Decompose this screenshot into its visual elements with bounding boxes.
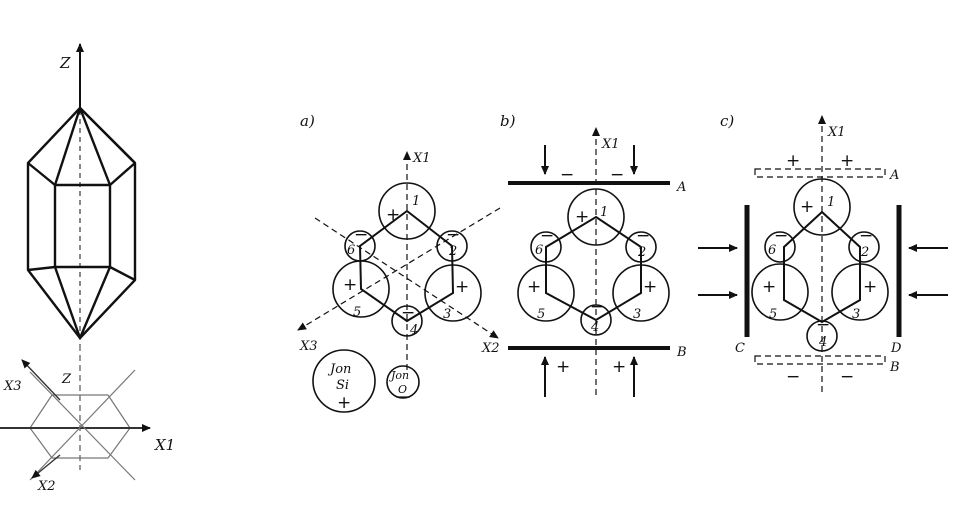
- svg-text:+: +: [455, 277, 469, 297]
- hexagon-a: [358, 209, 455, 323]
- legend-o-ion: Jon O: [386, 365, 420, 399]
- svg-text:−: −: [786, 367, 800, 387]
- svg-text:Si: Si: [336, 378, 349, 393]
- svg-text:+: +: [612, 357, 626, 377]
- svg-text:−: −: [446, 225, 460, 245]
- ion-4-a: [391, 305, 423, 337]
- svg-text:2: 2: [860, 245, 869, 260]
- quartz-crystal-drawing: Z: [26, 43, 137, 345]
- svg-text:6: 6: [768, 243, 776, 258]
- svg-text:+: +: [337, 393, 351, 413]
- svg-text:+: +: [840, 151, 854, 171]
- svg-text:B: B: [889, 360, 900, 375]
- z-axis-label: Z: [59, 54, 71, 72]
- svg-text:−: −: [590, 297, 604, 317]
- svg-text:+: +: [386, 205, 400, 225]
- svg-text:1: 1: [412, 194, 420, 209]
- crystal-base-axes: Z X1 X3 X2: [0, 345, 175, 494]
- ion-6-c: [764, 231, 796, 263]
- x3-label-a: X3: [299, 339, 318, 354]
- crystal-front-face: [53, 183, 112, 269]
- x1-label-b: X1: [601, 137, 620, 152]
- svg-text:+: +: [556, 357, 570, 377]
- svg-text:−: −: [859, 226, 873, 246]
- svg-text:O: O: [398, 383, 407, 396]
- svg-text:+: +: [786, 151, 800, 171]
- svg-text:−: −: [354, 225, 368, 245]
- panel-b-label: b): [500, 112, 516, 130]
- svg-text:+: +: [643, 277, 657, 297]
- ion-2-c: [848, 231, 880, 263]
- svg-text:3: 3: [443, 307, 451, 322]
- base-z-label: Z: [61, 372, 72, 387]
- crystal-outline: [26, 106, 137, 340]
- svg-text:2: 2: [637, 245, 646, 260]
- svg-text:D: D: [890, 341, 902, 356]
- base-x2-label: X2: [37, 479, 56, 494]
- ion-1-a: [378, 182, 436, 240]
- svg-text:4: 4: [409, 323, 418, 338]
- ion-1-b: [567, 188, 625, 246]
- svg-text:5: 5: [769, 307, 777, 322]
- panel-b: b) X1 A B − − + + 1 + 2 − 3: [500, 112, 687, 397]
- svg-text:−: −: [610, 165, 624, 185]
- svg-text:Jon: Jon: [389, 369, 409, 382]
- ion-4-b: [580, 304, 612, 336]
- x2-axis-a: [314, 217, 499, 339]
- svg-text:Jon: Jon: [327, 362, 351, 377]
- hexagon-c: [783, 210, 861, 324]
- svg-text:3: 3: [852, 307, 860, 322]
- svg-text:−: −: [560, 165, 574, 185]
- panel-a-label: a): [300, 112, 315, 130]
- svg-text:2: 2: [448, 244, 457, 259]
- svg-text:6: 6: [347, 243, 355, 258]
- svg-text:+: +: [863, 277, 877, 297]
- svg-text:6: 6: [535, 243, 543, 258]
- svg-text:−: −: [636, 226, 650, 246]
- panel-c-label: c): [720, 112, 734, 130]
- ion-1-c: [793, 178, 851, 236]
- svg-text:C: C: [735, 341, 745, 356]
- svg-text:1: 1: [827, 195, 835, 210]
- legend-si-ion: Jon Si +: [312, 349, 376, 413]
- svg-text:−: −: [840, 367, 854, 387]
- svg-text:B: B: [676, 345, 687, 360]
- base-x1-label: X1: [154, 436, 175, 454]
- x1-label-c: X1: [827, 125, 846, 140]
- svg-text:+: +: [575, 207, 589, 227]
- svg-text:A: A: [889, 168, 899, 183]
- x1-label-a: X1: [412, 151, 431, 166]
- svg-text:+: +: [762, 277, 776, 297]
- svg-text:−: −: [774, 226, 788, 246]
- svg-text:1: 1: [600, 205, 608, 220]
- panel-c: c) X1 A B + + − − C D: [698, 112, 948, 392]
- panel-a: a) X1 X2 X3 1 + 2 − 3 + 4 − 5 + 6 −: [297, 112, 501, 413]
- svg-text:4: 4: [818, 335, 827, 350]
- base-x3-label: X3: [3, 379, 22, 394]
- svg-text:A: A: [676, 180, 686, 195]
- svg-text:−: −: [401, 303, 415, 323]
- svg-text:4: 4: [590, 320, 599, 335]
- svg-text:+: +: [527, 277, 541, 297]
- svg-text:5: 5: [353, 305, 361, 320]
- svg-text:−: −: [816, 315, 830, 335]
- plate-a-c: [754, 168, 886, 178]
- svg-text:−: −: [540, 226, 554, 246]
- hexagon-b: [545, 215, 642, 322]
- svg-text:3: 3: [633, 307, 641, 322]
- x2-label-a: X2: [481, 341, 500, 356]
- svg-text:5: 5: [537, 307, 545, 322]
- svg-text:+: +: [800, 197, 814, 217]
- svg-text:+: +: [343, 275, 357, 295]
- ion-5-c: [751, 263, 809, 321]
- plate-b-c: [754, 355, 886, 365]
